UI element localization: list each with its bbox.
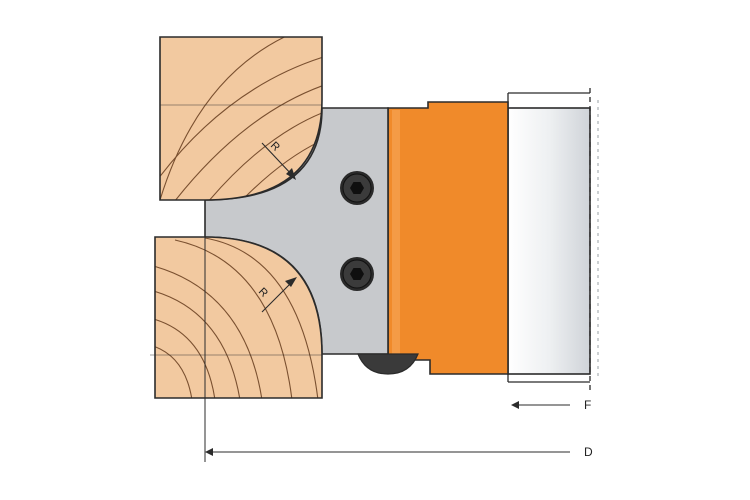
dimension-f-label: F <box>584 398 591 412</box>
wood-piece-bottom <box>150 236 323 399</box>
dimension-d: D <box>205 445 593 459</box>
arbor-shaft <box>507 88 599 390</box>
cutter-hub <box>387 101 509 375</box>
dimension-f: F <box>511 398 591 412</box>
dimension-d-label: D <box>584 445 593 459</box>
hex-bolt-icon <box>340 257 374 291</box>
hex-bolt-icon <box>340 171 374 205</box>
wood-piece-top <box>159 36 323 201</box>
